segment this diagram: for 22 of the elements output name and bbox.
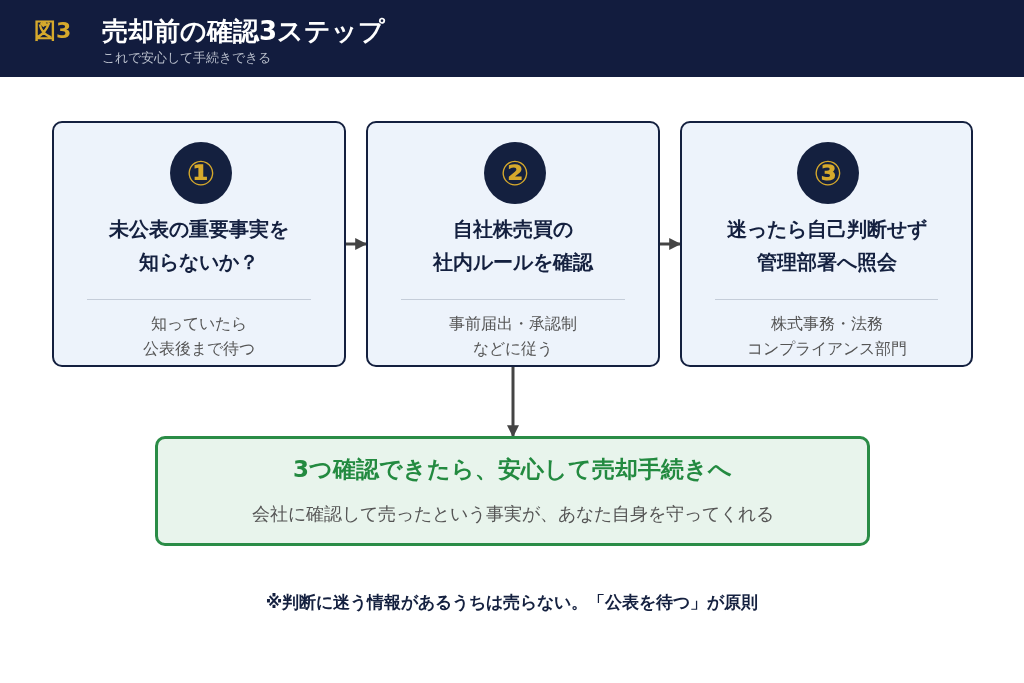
figure-number: 図3: [34, 17, 72, 45]
arrow: [346, 238, 368, 250]
step-description: 知っていたら公表後まで待つ: [142, 313, 256, 360]
step-card: [680, 121, 973, 367]
step-heading: 迷ったら自己判断せず管理部署へ照会: [725, 216, 928, 276]
arrow: [507, 367, 519, 438]
step-description: 事前届出・承認制などに従う: [448, 313, 578, 360]
subtitle: これで安心して手続きできる: [102, 49, 271, 67]
number-circle: ①: [170, 142, 232, 204]
result-heading: 3つ確認できたら、安心して売却手続きへ: [292, 455, 733, 484]
footnote: ※判断に迷う情報があるうちは売らない。「公表を待つ」が原則: [264, 591, 760, 614]
number-circle: ③: [797, 142, 859, 204]
number-circle: ②: [484, 142, 546, 204]
step-heading: 未公表の重要事実を知らないか？: [108, 216, 290, 276]
step-card: [366, 121, 660, 367]
result-box: [155, 436, 870, 546]
step-card: [52, 121, 346, 367]
title: 売却前の確認3ステップ: [102, 15, 386, 48]
step-heading: 自社株売買の社内ルールを確認: [432, 216, 595, 276]
result-description: 会社に確認して売ったという事実が、あなた自身を守ってくれる: [250, 502, 775, 526]
step-description: 株式事務・法務コンプライアンス部門: [745, 313, 908, 360]
arrow: [660, 238, 682, 250]
